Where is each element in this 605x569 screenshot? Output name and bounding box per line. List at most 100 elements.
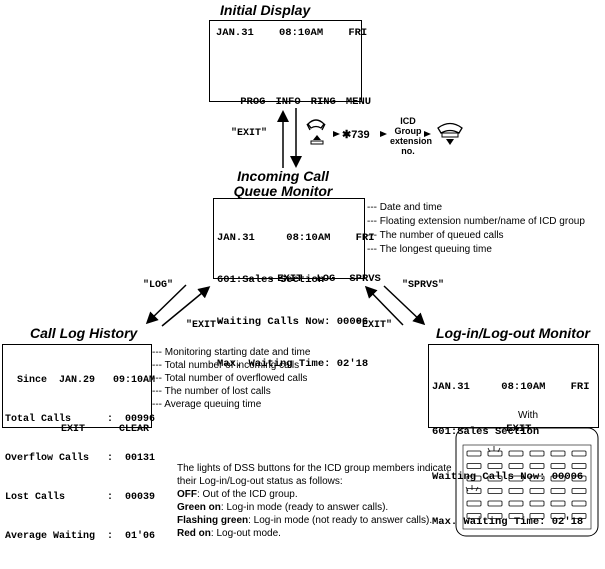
call-log-title: Call Log History xyxy=(30,325,138,341)
initial-display-line: JAN.31 08:10AM FRI xyxy=(216,27,368,39)
call-log-note: --- Total number of incoming calls xyxy=(152,360,300,371)
dss-button xyxy=(550,513,566,519)
log-label: "LOG" xyxy=(143,280,174,291)
handset-on-hook-icon xyxy=(437,122,463,145)
dss-button xyxy=(550,475,566,482)
dss-term: Green on xyxy=(177,502,221,513)
queue-title-line2: Queue Monitor xyxy=(233,183,333,199)
dss-button xyxy=(466,475,482,482)
arrow-exit-right xyxy=(364,285,404,326)
call-log-note: --- Total number of overflowed calls xyxy=(152,373,308,384)
icd-group-extension-label: ICD Group extension no. xyxy=(390,116,433,156)
queue-max-wait-line: Max. Waiting Time: 02'18 xyxy=(217,358,369,370)
dss-desc: : Log-in mode (not ready to answer calls… xyxy=(248,515,433,526)
exit-label-top: "EXIT" xyxy=(231,128,268,139)
call-log-screen: Since JAN.29 09:10AM Total Calls : 00996… xyxy=(2,344,155,542)
call-log-softkeys: EXIT CLEAR xyxy=(37,413,149,446)
call-log-since-line: Since JAN.29 09:10AM xyxy=(5,375,156,386)
dss-button xyxy=(466,513,482,519)
softkey-log[interactable]: LOG xyxy=(316,273,336,285)
softkey-exit[interactable]: EXIT xyxy=(506,423,532,435)
connector-layer xyxy=(145,108,599,537)
login-max-wait-line: Max. Waiting Time: 02'18 xyxy=(432,516,584,528)
queue-monitor-title: Incoming Call Queue Monitor xyxy=(228,169,338,199)
login-waiting-calls-line: Waiting Calls Now: 00006 xyxy=(432,471,584,483)
call-log-overflow-line: Overflow Calls : 00131 xyxy=(5,453,156,464)
arrow-log xyxy=(145,284,187,325)
softkey-clear[interactable]: CLEAR xyxy=(119,424,150,435)
dss-button xyxy=(466,488,482,494)
dss-button xyxy=(508,475,524,482)
arrow-exit-left xyxy=(161,286,211,327)
dss-desc: : Out of the ICD group. xyxy=(197,489,298,500)
queue-monitor-screen: JAN.31 08:10AM FRI 601:Sales Section Wai… xyxy=(213,198,381,370)
login-date-line: JAN.31 08:10AM FRI xyxy=(432,381,590,393)
initial-display-title: Initial Display xyxy=(220,2,311,18)
dss-button xyxy=(529,450,545,457)
softkey-exit[interactable]: EXIT xyxy=(277,273,303,285)
call-log-lost-line: Lost Calls : 00039 xyxy=(5,492,156,503)
dss-button xyxy=(529,513,545,519)
exit-label-left: "EXIT" xyxy=(186,320,223,331)
dss-button xyxy=(529,488,545,494)
queue-date-line: JAN.31 08:10AM FRI xyxy=(217,232,375,244)
dss-button xyxy=(550,463,566,469)
dss-button xyxy=(571,488,587,494)
softkey-prog[interactable]: PROG xyxy=(240,96,266,108)
softkey-ring[interactable]: RING xyxy=(310,96,336,108)
call-log-average-line: Average Waiting : 01'06 xyxy=(5,531,156,542)
call-log-note: --- The number of lost calls xyxy=(152,386,271,397)
dss-term: Red on xyxy=(177,528,211,539)
exit-label-right: "EXIT" xyxy=(356,320,393,331)
queue-title-line1: Incoming Call xyxy=(237,168,329,184)
dss-console-icon xyxy=(455,427,599,537)
dss-button xyxy=(508,450,524,457)
call-log-lines: Since JAN.29 09:10AM Total Calls : 00996… xyxy=(5,348,155,569)
dss-button xyxy=(550,500,566,507)
dss-button xyxy=(508,488,524,494)
dss-button xyxy=(550,488,566,494)
dss-legend-intro: The lights of DSS buttons for the ICD gr… xyxy=(177,463,452,487)
dss-button xyxy=(529,500,545,507)
queue-waiting-calls-line: Waiting Calls Now: 00006 xyxy=(217,316,369,328)
dss-button xyxy=(487,513,503,519)
dss-button xyxy=(508,513,524,519)
queue-note: --- The number of queued calls xyxy=(367,230,504,241)
feature-code: ✱739 xyxy=(342,129,370,141)
dss-button xyxy=(487,500,503,507)
queue-note: --- Floating extension number/name of IC… xyxy=(367,216,585,227)
dss-button xyxy=(571,450,587,457)
dss-term: Flashing green xyxy=(177,515,249,526)
dss-button xyxy=(487,450,503,457)
arrow-sprvs xyxy=(383,285,426,326)
dss-button xyxy=(571,475,587,482)
softkey-menu[interactable]: MENU xyxy=(345,96,372,108)
queue-group-line: 601:Sales Section xyxy=(217,274,325,286)
dss-legend-item: Green on: Log-in mode (ready to answer c… xyxy=(177,501,452,514)
dss-button xyxy=(508,500,524,507)
queue-softkeys: EXIT LOG SPRVS xyxy=(252,261,381,297)
dss-button xyxy=(487,463,503,469)
handset-off-hook-icon xyxy=(306,119,326,145)
call-log-notes: --- Monitoring starting date and time --… xyxy=(152,346,310,411)
dss-legend-item: OFF: Out of the ICD group. xyxy=(177,488,452,501)
dss-legend-item: Flashing green: Log-in mode (not ready t… xyxy=(177,514,452,527)
dss-button xyxy=(487,475,503,482)
dss-desc: : Log-out mode. xyxy=(210,528,281,539)
login-logout-screen: JAN.31 08:10AM FRI 601:Sales Section Wai… xyxy=(428,344,599,528)
softkey-info[interactable]: INFO xyxy=(275,96,301,108)
dss-desc: : Log-in mode (ready to answer calls). xyxy=(220,502,389,513)
softkey-sprvs[interactable]: SPRVS xyxy=(349,273,381,285)
login-softkeys: EXIT xyxy=(481,411,531,447)
login-group-line: 601:Sales Section xyxy=(432,426,540,438)
login-logout-title: Log-in/Log-out Monitor xyxy=(436,325,590,341)
dss-button xyxy=(571,513,587,519)
queue-note: --- The longest queuing time xyxy=(367,244,492,255)
softkey-exit[interactable]: EXIT xyxy=(61,424,86,435)
call-log-note: --- Average queuing time xyxy=(152,399,262,410)
dss-button xyxy=(571,463,587,469)
dss-term: OFF xyxy=(177,489,197,500)
initial-softkeys: PROG INFO RING MENU xyxy=(215,84,371,120)
queue-note: --- Date and time xyxy=(367,202,443,213)
dss-button xyxy=(466,463,482,469)
